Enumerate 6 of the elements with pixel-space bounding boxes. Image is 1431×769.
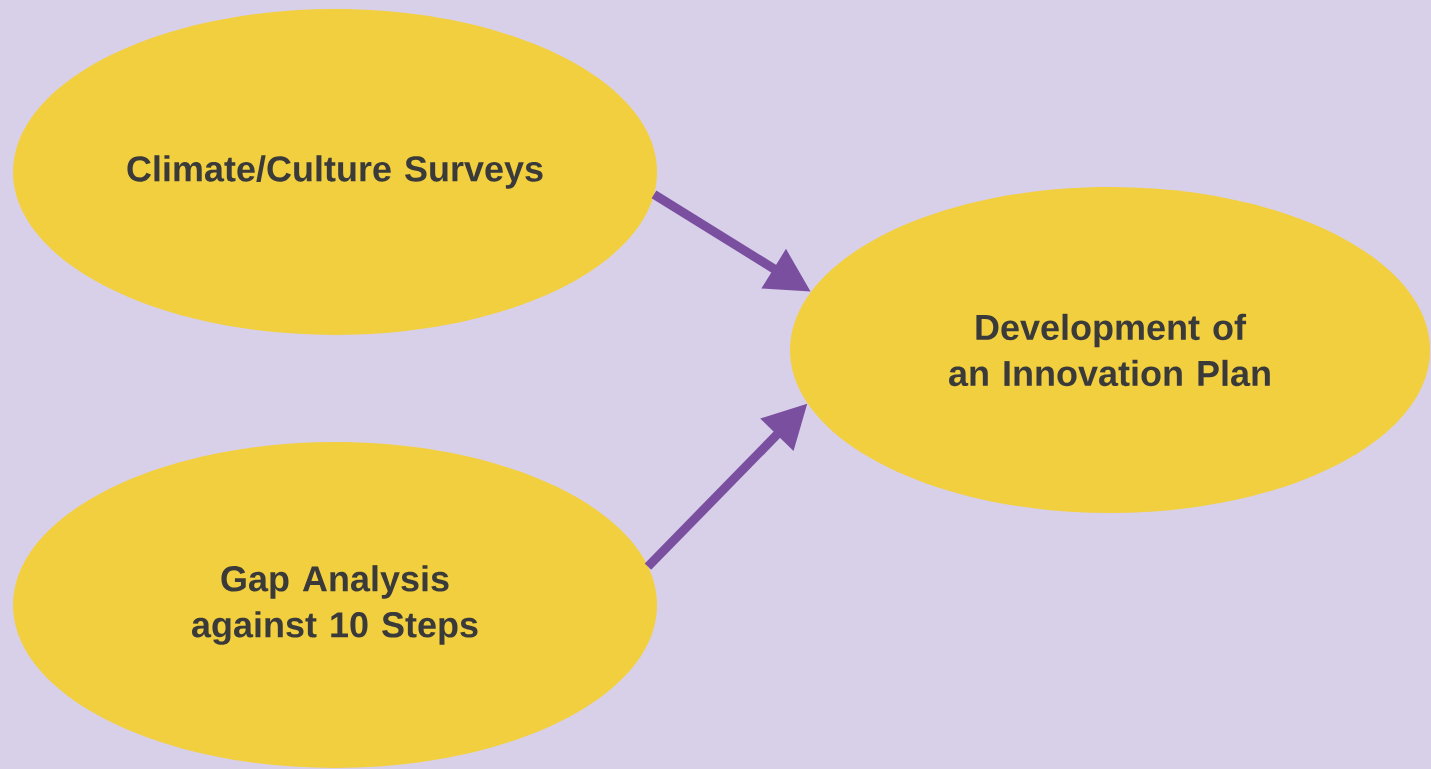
node-label: Development of an Innovation Plan — [949, 313, 1270, 387]
node-label: Gap Analysis against 10 Steps — [192, 565, 478, 645]
ellipse-node — [13, 442, 657, 768]
ellipse-node — [13, 9, 657, 335]
ellipse-node — [790, 187, 1430, 513]
node-label: Climate/Culture Surveys — [127, 155, 543, 189]
